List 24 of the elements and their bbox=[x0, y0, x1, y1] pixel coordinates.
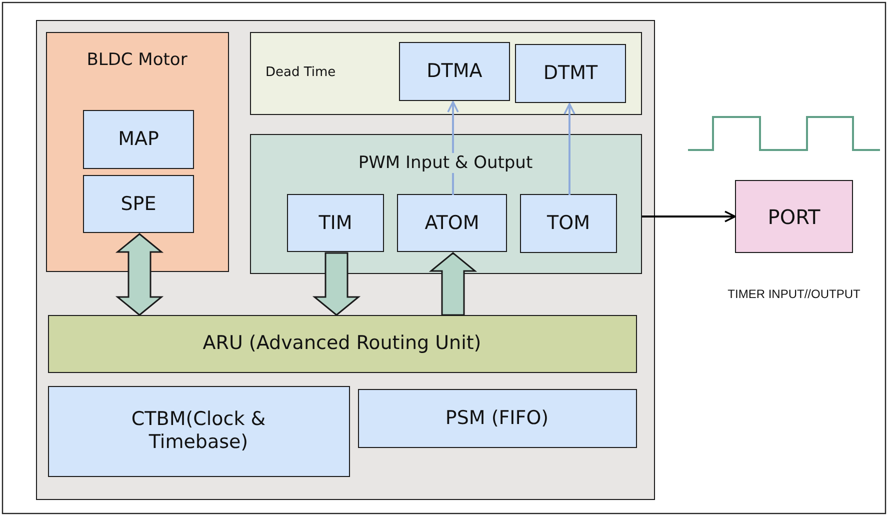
group-title: PWM Input & Output bbox=[358, 152, 533, 173]
block-arrow bbox=[428, 252, 478, 316]
module-box bbox=[397, 194, 507, 252]
module-group-box bbox=[250, 32, 642, 114]
module-box bbox=[520, 194, 617, 253]
module-box bbox=[358, 388, 636, 448]
module-label: PSM (FIFO) bbox=[445, 406, 549, 430]
module-box bbox=[287, 194, 384, 252]
module-box bbox=[515, 44, 626, 103]
bus-bar bbox=[48, 314, 636, 372]
caption-label: TIMER INPUT//OUTPUT bbox=[726, 287, 862, 301]
module-box bbox=[83, 110, 194, 169]
bus-label: ARU (Advanced Routing Unit) bbox=[202, 332, 482, 355]
module-group-box bbox=[250, 134, 642, 274]
arrow bbox=[564, 103, 576, 195]
module-box bbox=[399, 42, 510, 101]
module-box bbox=[48, 386, 350, 476]
port-box bbox=[735, 180, 853, 253]
container-panel bbox=[36, 20, 655, 500]
block-arrow bbox=[312, 252, 361, 316]
block-arrow bbox=[115, 233, 164, 316]
module-group-box bbox=[46, 32, 228, 272]
arrow bbox=[642, 210, 736, 222]
module-box bbox=[83, 175, 194, 233]
